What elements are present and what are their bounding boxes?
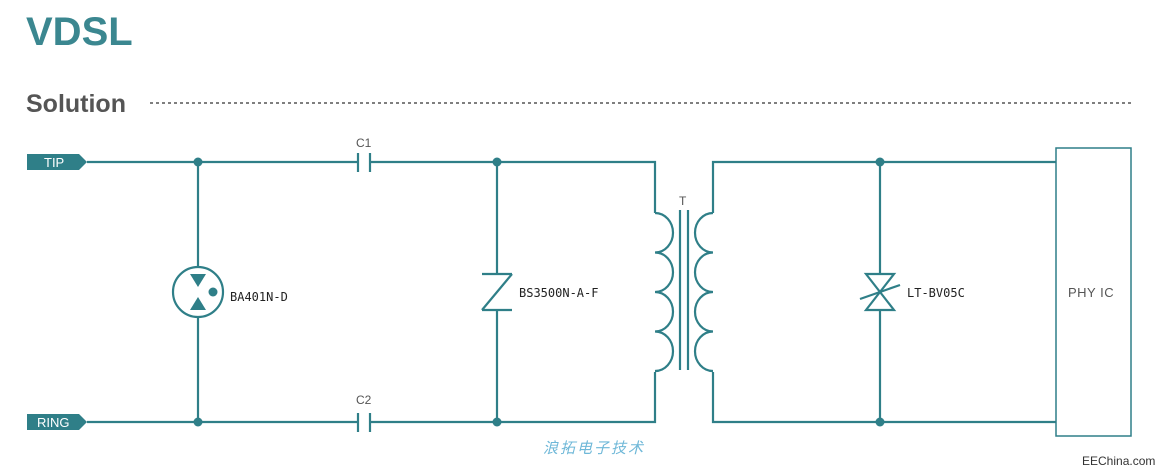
tip-port-label: TIP [44, 155, 64, 170]
tip-port: TIP [27, 154, 87, 170]
phy-ic-block: PHY IC [1055, 147, 1132, 437]
tip-wire [87, 160, 657, 213]
ring-port-label: RING [37, 415, 70, 430]
watermark-site: EEChina.com [1082, 454, 1155, 468]
transformer-secondary-winding [693, 211, 714, 373]
ring-wire [87, 372, 657, 424]
phy-ic-label: PHY IC [1068, 285, 1114, 300]
junction-top-tvs [875, 157, 885, 167]
capacitor-c2: C2 [356, 393, 372, 432]
tip-port-tag [27, 154, 87, 170]
gdt-part-label: BA401N-D [230, 290, 288, 304]
tvs-upper-triangle [863, 272, 897, 294]
gdt-gas-dot [208, 287, 218, 297]
tvs-slash [859, 283, 901, 301]
gdt-upper-electrode [190, 274, 206, 287]
gdt-body-circle [171, 265, 225, 319]
secondary-top-wire [711, 160, 1056, 213]
gdt-lower-electrode [190, 297, 206, 310]
junction-ring-gdt [193, 417, 203, 427]
transformer: T [654, 194, 714, 373]
secondary-bottom-wire [711, 372, 1056, 424]
c2-label: C2 [356, 393, 372, 407]
tsd-diagonal [481, 273, 513, 311]
junction-tip-gdt [193, 157, 203, 167]
watermark-chinese: 浪拓电子技术 [543, 439, 645, 457]
section-title: Solution [26, 90, 126, 118]
gas-discharge-tube: BA401N-D [171, 162, 288, 422]
ring-port: RING [27, 414, 87, 430]
tvs-diode: LT-BV05C [859, 162, 965, 422]
c1-label: C1 [356, 136, 372, 150]
capacitor-c1: C1 [356, 136, 372, 172]
junction-bottom-tvs [875, 417, 885, 427]
thyristor-surge-suppressor: BS3500N-A-F [481, 162, 598, 422]
phy-ic-box [1055, 147, 1132, 437]
tvs-lower-triangle [863, 290, 897, 312]
tvs-part-label: LT-BV05C [907, 286, 965, 300]
junction-tip-tsd [492, 157, 502, 167]
transformer-primary-winding [654, 211, 675, 373]
junction-ring-tsd [492, 417, 502, 427]
page-title: VDSL [26, 10, 133, 54]
ring-port-tag [27, 414, 87, 430]
tsd-part-label: BS3500N-A-F [519, 286, 598, 300]
transformer-label: T [679, 194, 687, 208]
